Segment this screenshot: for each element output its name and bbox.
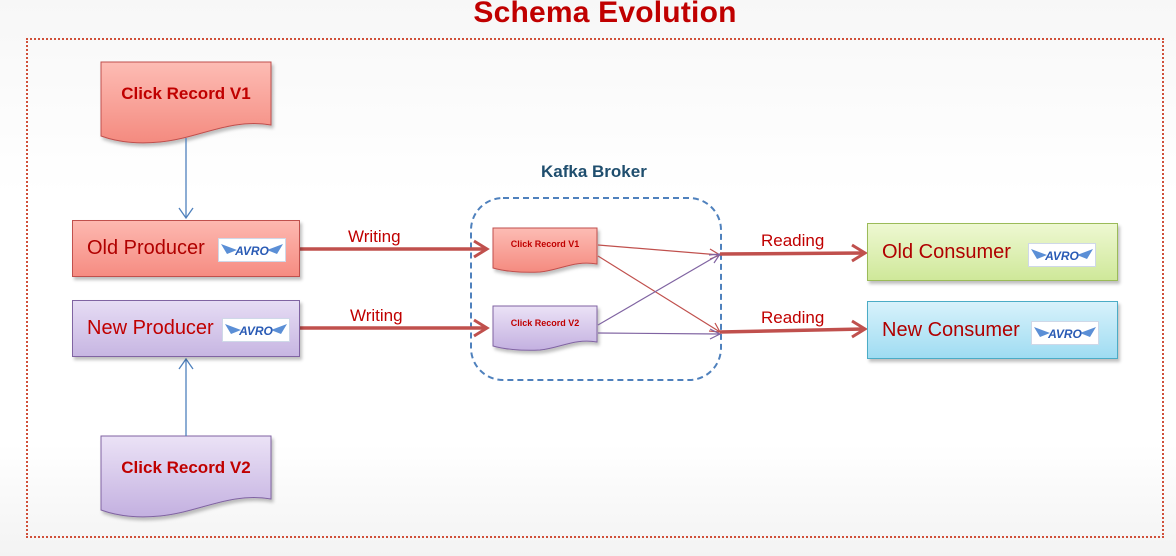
writing-arrow-top [300, 239, 490, 259]
v1-to-reading-bottom-line [597, 255, 722, 333]
old-consumer-label: Old Consumer [882, 240, 1011, 263]
new-producer-label: New Producer [87, 317, 214, 339]
broker-record-v1-label: Click Record V1 [510, 239, 580, 249]
reading-arrow-top [719, 243, 868, 263]
kafka-broker-label: Kafka Broker [541, 162, 647, 181]
avro-logo: AVRO [218, 238, 286, 262]
new-consumer-label: New Consumer [882, 318, 1020, 341]
avro-logo: AVRO [222, 318, 290, 342]
click-record-v1-doc [100, 61, 272, 144]
new-producer-box: New Producer [72, 300, 300, 357]
writing-label-top: Writing [348, 227, 401, 246]
reading-label-top: Reading [761, 231, 825, 250]
svg-text:AVRO: AVRO [1047, 327, 1082, 341]
click-record-v1-label: Click Record V1 [121, 84, 251, 103]
broker-record-v2-doc [492, 305, 598, 351]
v1-to-old-producer-arrow [178, 138, 194, 220]
kafka-broker-container [470, 197, 722, 381]
svg-text:AVRO: AVRO [1044, 249, 1079, 263]
v2-to-reading-top-line [597, 253, 722, 326]
click-record-v2-doc [100, 435, 272, 518]
broker-record-v1-doc [492, 227, 598, 273]
writing-label-bottom: Writing [350, 306, 403, 325]
broker-record-v2-label: Click Record V2 [510, 318, 580, 328]
avro-logo: AVRO [1028, 243, 1096, 267]
click-record-v2-label: Click Record V2 [121, 458, 251, 477]
reading-label-bottom: Reading [761, 308, 825, 327]
writing-arrow-bottom [300, 318, 490, 338]
old-consumer-box: Old Consumer [867, 223, 1118, 281]
page-title: Schema Evolution [473, 0, 737, 29]
svg-text:AVRO: AVRO [234, 244, 269, 258]
avro-logo: AVRO [1031, 321, 1099, 345]
old-producer-label: Old Producer [87, 237, 205, 259]
v1-to-reading-top-line [597, 244, 722, 260]
v2-to-reading-bottom-line [597, 328, 722, 340]
svg-text:AVRO: AVRO [238, 324, 273, 338]
diagram-frame [26, 38, 1164, 538]
v2-to-new-producer-arrow [178, 357, 194, 436]
reading-arrow-bottom [719, 319, 868, 339]
